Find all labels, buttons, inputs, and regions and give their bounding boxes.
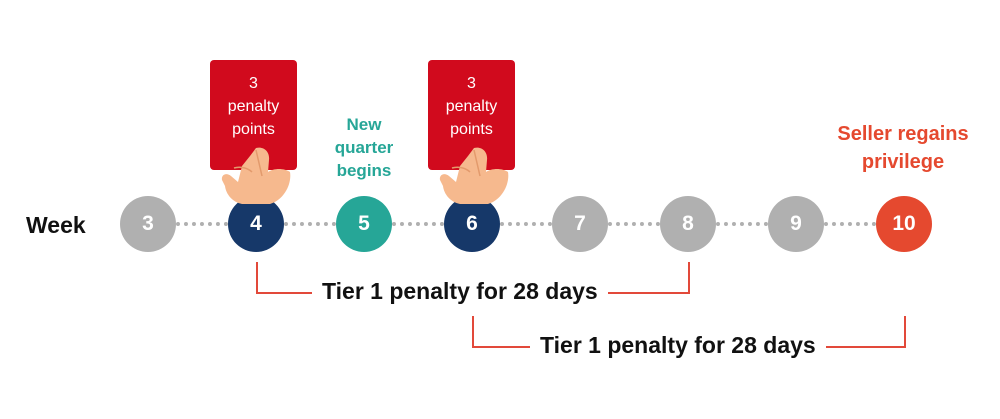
card-word-penalty: penalty: [227, 98, 280, 115]
week-5-circle: 5: [336, 196, 392, 252]
connector-3-4: [176, 222, 228, 226]
seller-regains-line2: privilege: [861, 151, 945, 173]
penalty-bracket-1-label: Tier 1 penalty for 28 days: [312, 278, 608, 305]
seller-regains-line1: Seller regains: [837, 123, 969, 145]
card-points: 3: [249, 75, 258, 92]
connector-8-9: [716, 222, 768, 226]
seller-regains-callout: Seller regains privilege: [808, 120, 998, 176]
week-10-circle: 10: [876, 196, 932, 252]
card-word-points: points: [450, 121, 493, 138]
new-quarter-line2: quarter: [334, 138, 394, 157]
penalty-card-week-6: 3 penalty points: [428, 60, 515, 170]
connector-7-8: [608, 222, 660, 226]
week-6-circle: 6: [444, 196, 500, 252]
week-row-label: Week: [26, 212, 86, 238]
card-word-penalty: penalty: [445, 98, 498, 115]
new-quarter-line3: begins: [336, 161, 392, 180]
connector-6-7: [500, 222, 552, 226]
connector-5-6: [392, 222, 444, 226]
card-word-points: points: [232, 121, 275, 138]
connector-9-10: [824, 222, 876, 226]
week-4-circle: 4: [228, 196, 284, 252]
connector-4-5: [284, 222, 336, 226]
week-7-circle: 7: [552, 196, 608, 252]
week-8-circle: 8: [660, 196, 716, 252]
penalty-bracket-2-label: Tier 1 penalty for 28 days: [530, 332, 826, 359]
card-points: 3: [467, 75, 476, 92]
week-3-circle: 3: [120, 196, 176, 252]
new-quarter-line1: New: [346, 115, 382, 134]
hand-holding-card-icon: [221, 147, 291, 204]
new-quarter-callout: New quarter begins: [320, 113, 408, 182]
week-9-circle: 9: [768, 196, 824, 252]
hand-holding-card-icon: [439, 147, 509, 204]
